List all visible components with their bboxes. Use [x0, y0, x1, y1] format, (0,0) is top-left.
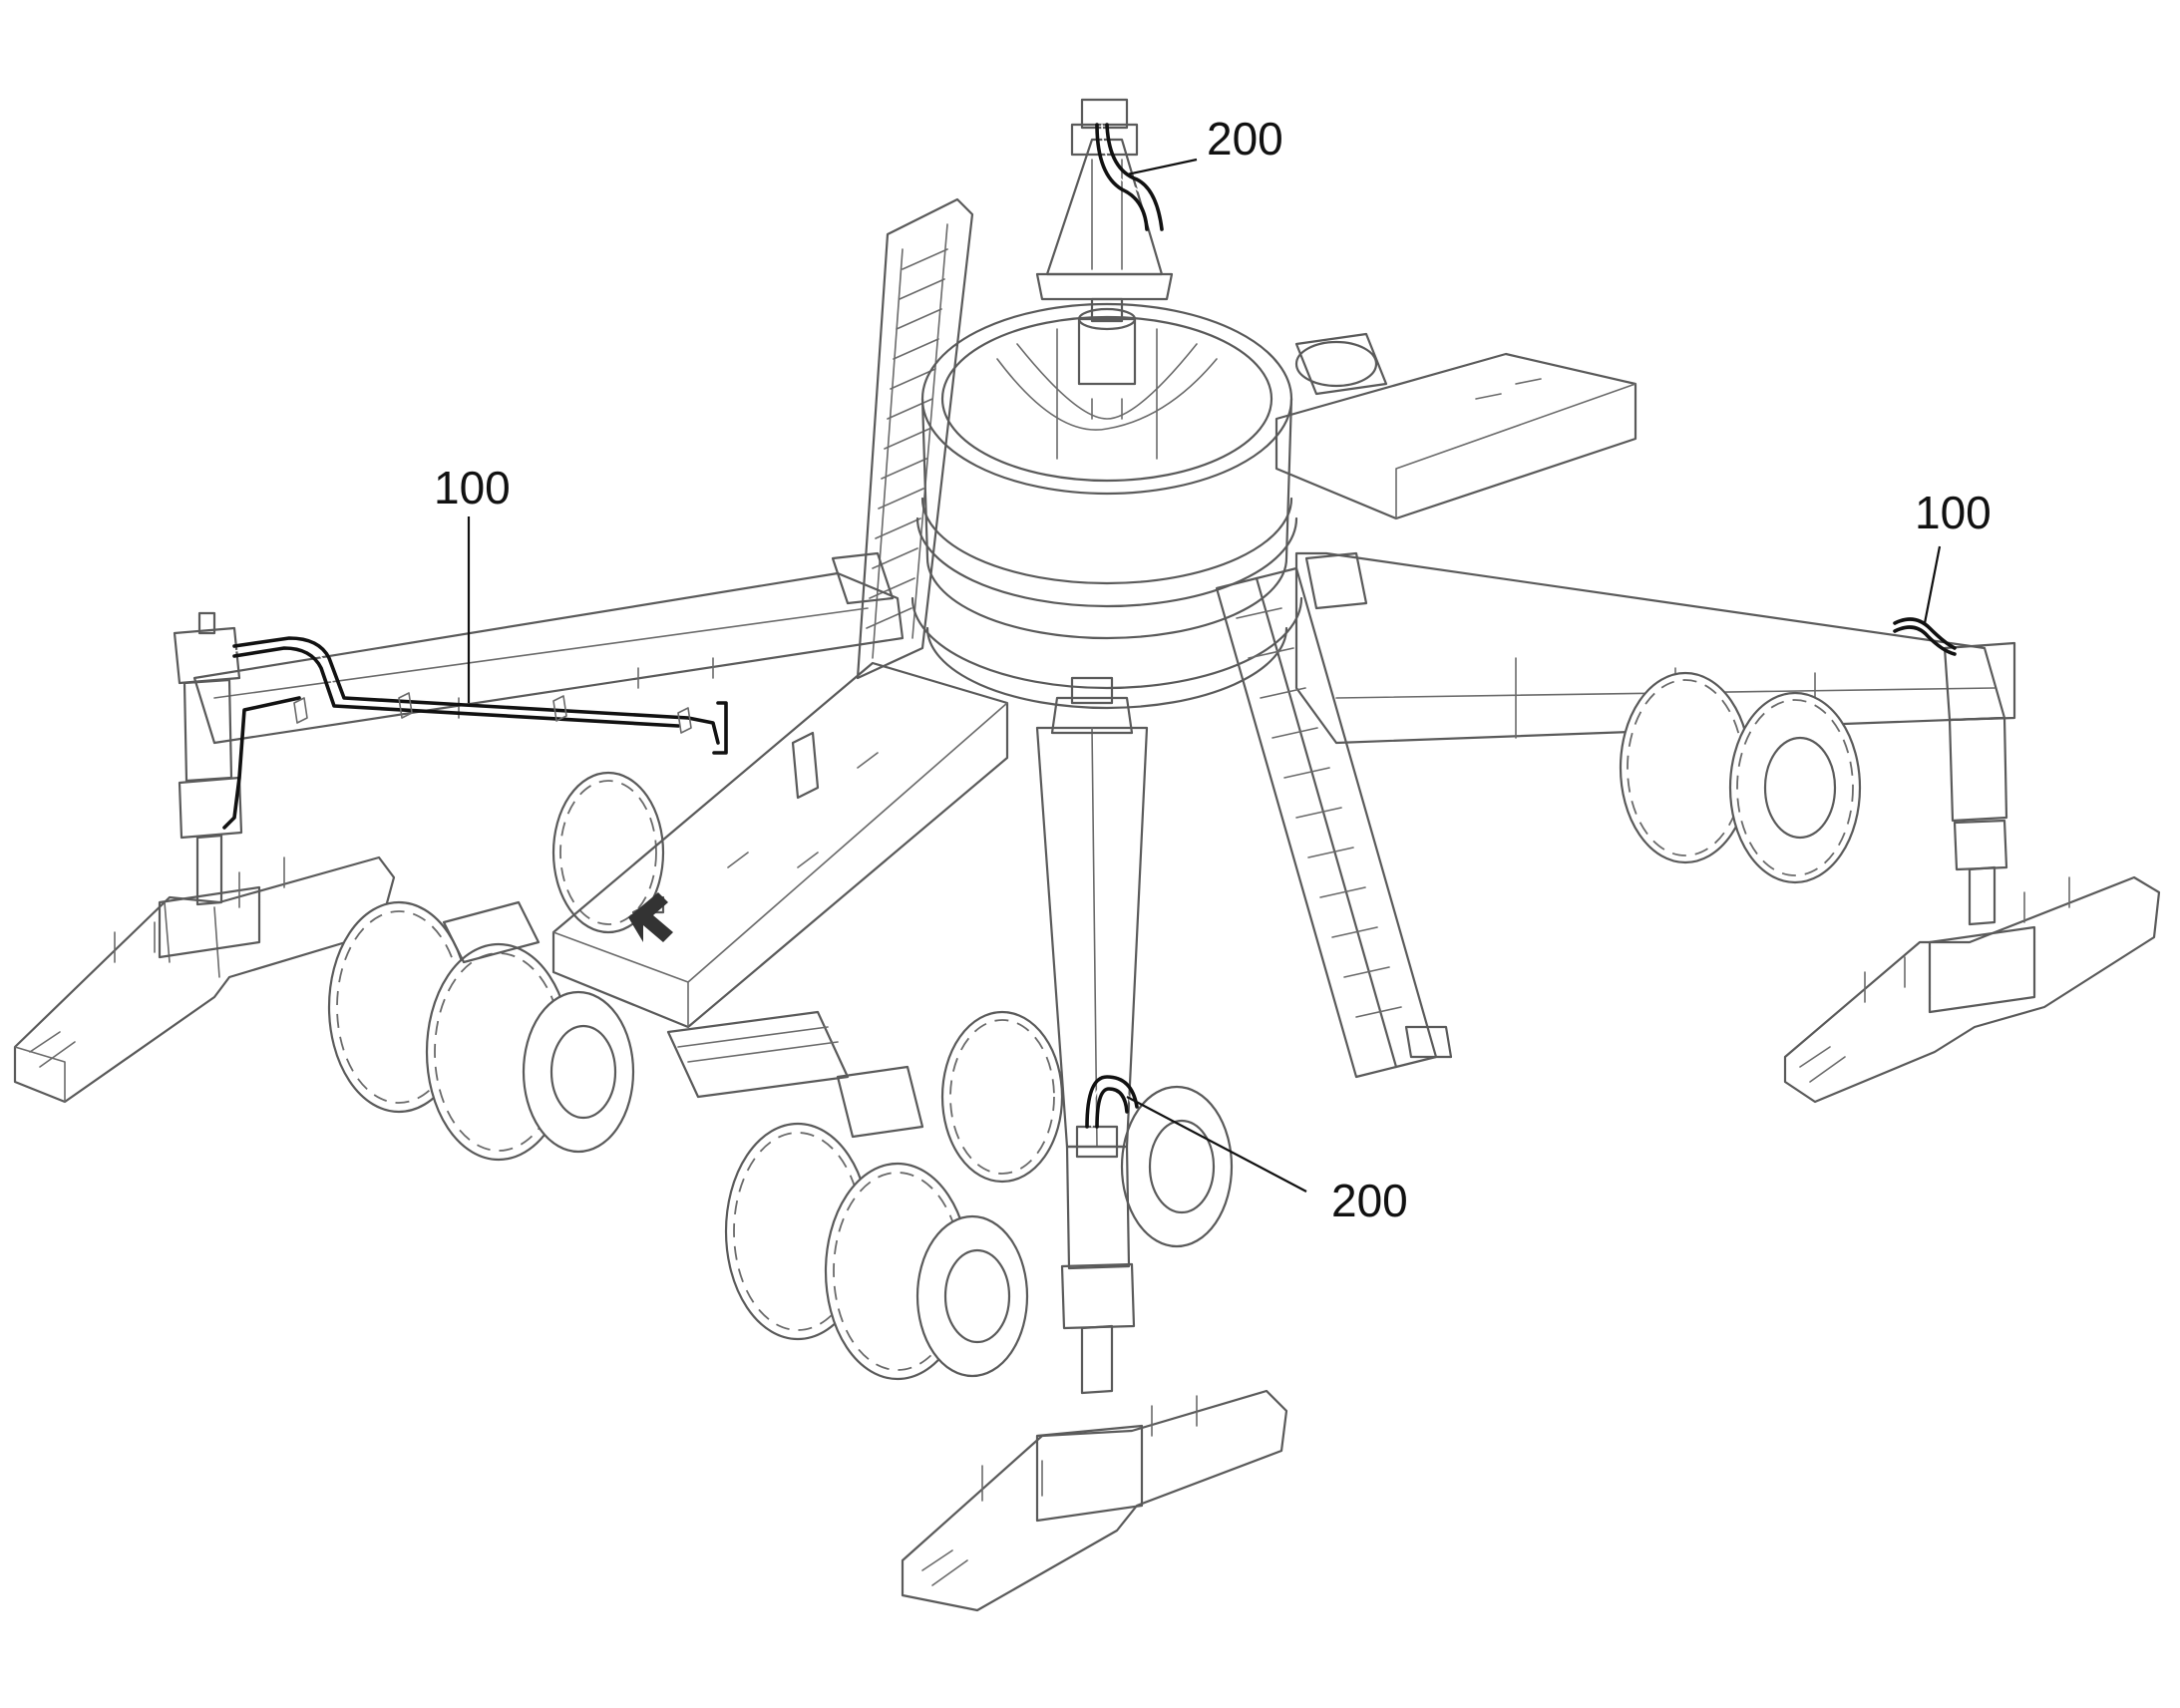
right-rear-wheels	[1619, 671, 1862, 884]
right-foot-pad	[1783, 875, 2161, 1104]
left-arm-beam	[173, 551, 905, 906]
central-ring-turntable	[910, 297, 1303, 710]
leader-line-bottom-200	[1126, 1096, 1307, 1193]
ref-numeral-200-bottom: 200	[1331, 1175, 1408, 1226]
front-left-wheels	[327, 771, 665, 1162]
front-wheels	[724, 1010, 1234, 1381]
hose-assembly-100-right	[1893, 617, 1957, 656]
front-foot-pad	[901, 1389, 1288, 1612]
chassis-box	[442, 661, 1009, 1139]
ref-numeral-200-top: 200	[1207, 113, 1283, 165]
rear-right-box-beam	[1274, 332, 1637, 520]
ref-numeral-100-right: 100	[1915, 487, 1992, 538]
ref-numeral-100-left: 100	[434, 462, 511, 513]
hose-assembly-100-left	[222, 636, 728, 830]
hose-assembly-200-top	[1095, 123, 1164, 231]
front-arm-beam	[1035, 676, 1149, 1395]
hose-assembly-200-bottom	[1085, 1075, 1139, 1129]
leader-line-top-200	[1126, 158, 1198, 176]
left-ladder	[856, 197, 974, 680]
top-outrigger-pylon	[1035, 98, 1174, 301]
leader-line-right-100	[1923, 545, 1942, 624]
right-ladder	[1215, 566, 1453, 1079]
